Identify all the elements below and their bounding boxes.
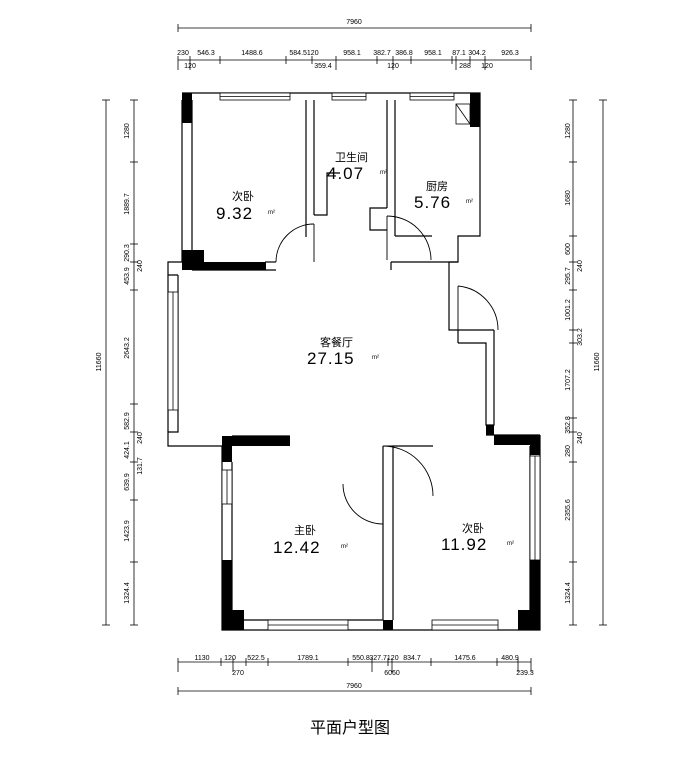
left-dim-label: 240 [137, 260, 144, 272]
bottom-dimensions [177, 658, 532, 695]
right-dim-label: 1280 [565, 123, 572, 139]
top-dim-label: 546.3 [197, 50, 215, 57]
bottom-dim-label: 550.8 [352, 655, 370, 662]
top-dimensions [177, 24, 532, 70]
bottom-dim-label: 522.5 [247, 655, 265, 662]
top-total-label: 7960 [346, 19, 362, 26]
top-dim-label: 230 [177, 50, 189, 57]
room-labels: 次卧 9.32 m² 卫生间 4.07 m² 厨房 5.76 m² 客餐厅 27… [216, 150, 514, 557]
right-dim-label: 240 [577, 432, 584, 444]
kitchen-appliance-icon [455, 103, 471, 125]
right-dimensions [569, 99, 607, 626]
left-dim-label: 1889.7 [124, 193, 131, 215]
top-sub-label: 120 [387, 63, 399, 70]
bottom-dim-label: 834.7 [403, 655, 421, 662]
left-dim-label: 1280 [124, 123, 131, 139]
bottom-dim-label: 480.9 [501, 655, 519, 662]
top-sub-label: 120 [481, 63, 493, 70]
bottom-dim-label: 327.7120 [369, 655, 398, 662]
left-col-labels: 1280 1889.7 290.3 240 453.9 2643.2 582.9… [124, 123, 144, 604]
left-dim-label: 582.9 [124, 412, 131, 430]
right-dim-label: 1001.2 [565, 299, 572, 321]
plan-caption: 平面户型图 [309, 718, 390, 737]
room-name: 卫生间 [335, 150, 368, 164]
top-row-labels: 230 546.3 1488.6 584.5120 958.1 382.7 38… [177, 50, 519, 70]
right-col-labels: 1280 1680 600 240 295.7 1001.2 303.2 170… [565, 123, 584, 604]
wall-columns [182, 93, 540, 630]
top-dim-label: 382.7 [373, 50, 391, 57]
left-dim-label: 639.9 [124, 473, 131, 491]
right-total-label: 11660 [594, 352, 601, 371]
room-area: 12.42 [273, 538, 321, 557]
bottom-row-labels: 1130 120 522.5 1789.1 550.8 327.7120 834… [194, 655, 533, 677]
bottom-sub-label: 239.3 [516, 670, 534, 677]
left-dim-label: 2643.2 [124, 337, 131, 359]
room-name: 主卧 [294, 524, 316, 537]
room-name: 客餐厅 [320, 335, 353, 349]
right-dim-label: 303.2 [577, 328, 584, 346]
room-master-bedroom: 主卧 12.42 m² [273, 524, 348, 557]
left-dim-label: 424.1 [124, 441, 131, 459]
left-dim-label: 290.3 [124, 244, 131, 262]
left-dimensions [102, 99, 138, 626]
top-dim-label: 584.5120 [289, 50, 318, 57]
top-sub-label: 359.4 [314, 63, 332, 70]
top-dim-label: 386.8 [395, 50, 413, 57]
left-dim-label: 453.9 [124, 267, 131, 285]
right-dim-label: 1324.4 [565, 582, 572, 604]
left-dim-label: 1324.4 [124, 582, 131, 604]
windows [167, 92, 541, 631]
room-area: 11.92 [441, 535, 487, 554]
room-living-dining: 客餐厅 27.15 m² [307, 335, 379, 368]
bottom-dim-label: 1130 [194, 655, 209, 662]
room-area: 5.76 [414, 193, 451, 212]
room-bathroom: 卫生间 4.07 m² [327, 150, 387, 183]
room-area: 4.07 [327, 164, 364, 183]
left-total-label: 11660 [96, 352, 103, 371]
room-area-unit: m² [507, 541, 514, 547]
room-kitchen: 厨房 5.76 m² [414, 180, 473, 212]
right-dim-label: 352.8 [565, 416, 572, 434]
room-area-unit: m² [372, 355, 379, 361]
right-dim-label: 240 [577, 260, 584, 272]
top-dim-label: 1488.6 [241, 50, 263, 57]
right-dim-label: 2355.6 [565, 499, 572, 521]
doors [275, 215, 499, 525]
bottom-sub-label: 270 [232, 670, 244, 677]
top-dim-label: 87.1 [452, 50, 466, 57]
top-dim-label: 958.1 [424, 50, 442, 57]
room-area-unit: m² [466, 199, 473, 205]
right-dim-label: 295.7 [565, 267, 572, 285]
room-second-bedroom-bottom: 次卧 11.92 m² [441, 521, 514, 554]
right-dim-label: 1680 [565, 190, 572, 206]
right-dim-label: 1707.2 [565, 369, 572, 391]
room-area: 9.32 [216, 204, 253, 223]
right-dim-label: 280 [565, 445, 572, 457]
left-dim-label: 1423.9 [124, 520, 131, 542]
room-area-unit: m² [380, 170, 387, 176]
right-dim-label: 600 [565, 243, 572, 255]
left-dim-label: 131.7 [137, 457, 144, 475]
room-name: 次卧 [232, 189, 254, 203]
room-area: 27.15 [307, 349, 355, 368]
room-area-unit: m² [268, 210, 275, 216]
bottom-total-label: 7960 [346, 683, 362, 690]
top-dim-label: 958.1 [343, 50, 361, 57]
top-dim-label: 926.3 [501, 50, 519, 57]
room-name: 厨房 [426, 180, 448, 193]
top-sub-label: 120 [184, 63, 196, 70]
left-dim-label: 240 [137, 432, 144, 444]
bottom-dim-label: 1475.6 [454, 655, 476, 662]
room-name: 次卧 [462, 521, 484, 535]
room-second-bedroom-top: 次卧 9.32 m² [216, 189, 275, 223]
bottom-dim-label: 1789.1 [297, 655, 319, 662]
top-dim-label: 304.2 [468, 50, 486, 57]
room-area-unit: m² [341, 544, 348, 550]
bottom-dim-label: 120 [224, 655, 236, 662]
bottom-sub-label: 6060 [384, 670, 400, 677]
top-sub-label: 288 [459, 63, 471, 70]
